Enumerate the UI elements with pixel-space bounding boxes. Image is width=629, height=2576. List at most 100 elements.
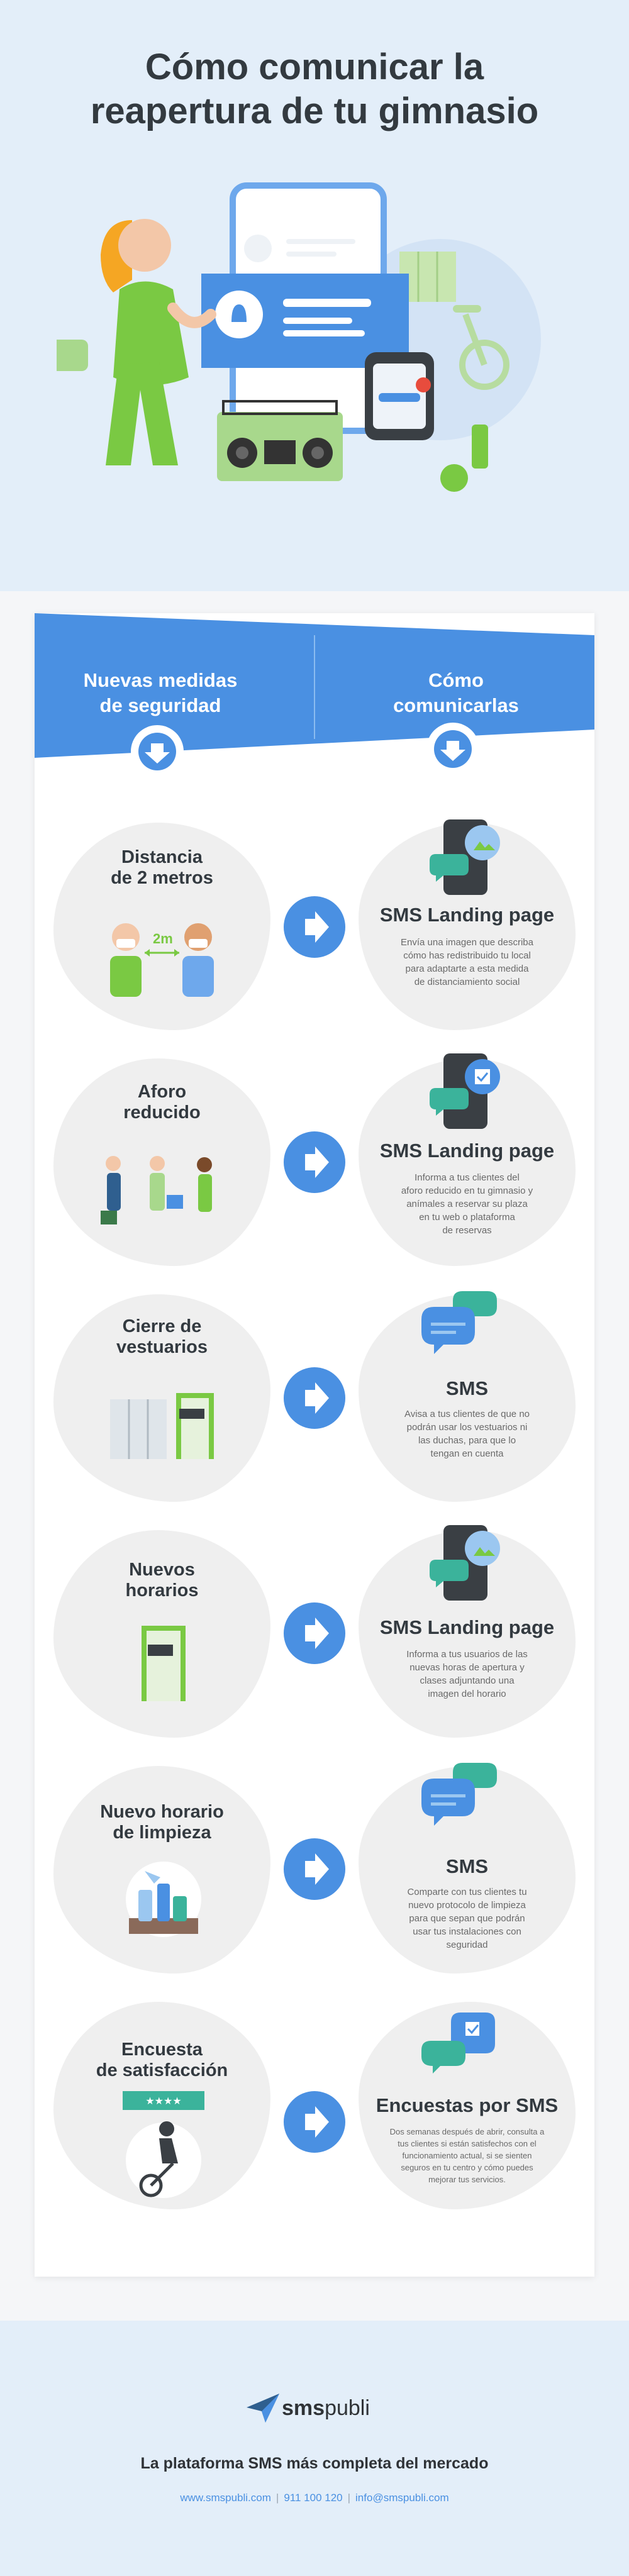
channel-desc-2-line2: aforo reducido en tu gimnasio y — [401, 1185, 533, 1196]
arrow-right-icon-2 — [284, 1131, 345, 1193]
page-title: Cómo comunicar la reapertura de tu gimna… — [38, 45, 591, 133]
measure-title-2-line2: reducido — [123, 1102, 201, 1123]
channel-desc-3-line4: tengan en cuenta — [430, 1448, 504, 1459]
arrow-right-icon-6 — [284, 2091, 345, 2153]
measure-title-4-line2: horarios — [125, 1580, 199, 1601]
measure-title-1-line1: Distancia — [121, 847, 203, 867]
measure-title-6-line2: de satisfacción — [96, 2060, 228, 2080]
channel-desc-1: Envía una imagen que describa cómo has r… — [390, 936, 544, 989]
measure-title-2-line1: Aforo — [137, 1082, 187, 1102]
measure-title-6-line1: Encuesta — [121, 2040, 203, 2060]
channel-desc-4-line2: nuevas horas de apertura y — [409, 1662, 525, 1673]
bottle-icon — [472, 425, 488, 469]
arrow-right-icon-3 — [284, 1367, 345, 1429]
brand-name: smspubli — [282, 2396, 370, 2421]
channel-title-3: SMS — [445, 1377, 489, 1399]
channel-desc-3-line3: las duchas, para que lo — [418, 1435, 516, 1446]
cleaning-products-icon — [126, 1862, 201, 1937]
channel-desc-5-line1: Comparte con tus clientes tu — [407, 1887, 527, 1897]
smartwatch-icon — [365, 352, 434, 440]
measure-title-5-line2: de limpieza — [113, 1823, 211, 1843]
channel-desc-2-line5: de reservas — [442, 1225, 492, 1236]
door-hours-icon — [142, 1626, 186, 1701]
channel-desc-1-line1: Envía una imagen que describa — [401, 937, 533, 948]
measure-title-4-line1: Nuevos — [129, 1560, 195, 1580]
channel-desc-2-line1: Informa a tus clientes del — [415, 1172, 520, 1183]
measure-title-3-line2: vestuarios — [116, 1337, 208, 1357]
channel-desc-5-line2: nuevo protocolo de limpieza — [408, 1900, 526, 1911]
arrow-right-icon-4 — [284, 1602, 345, 1664]
channel-title-1: SMS Landing page — [379, 904, 555, 926]
measure-blob-3 — [53, 1294, 270, 1502]
kettlebell-icon — [440, 464, 468, 492]
arrow-right-icon-5 — [284, 1838, 345, 1900]
channel-desc-1-line3: para adaptarte a esta medida — [405, 963, 529, 974]
smspubli-logo-icon — [247, 2394, 279, 2423]
contact-separator: | — [347, 2492, 351, 2504]
boombox-icon — [217, 400, 343, 481]
dumbbell-icon — [57, 340, 88, 371]
measure-title-3: Cierre de vestuarios — [53, 1316, 270, 1358]
channel-desc-4-line3: clases adjuntando una — [420, 1675, 515, 1686]
card-header — [35, 613, 594, 758]
channel-desc-6-line4: seguros en tu centro y cómo puedes — [401, 2163, 533, 2172]
channel-desc-6-line3: funcionamiento actual, si se sienten — [402, 2151, 532, 2160]
channel-desc-4-line4: imagen del horario — [428, 1689, 506, 1699]
chat-checklist-icon-6 — [421, 2012, 495, 2074]
contact-separator: | — [276, 2492, 279, 2504]
channel-desc-5: Comparte con tus clientes tu nuevo proto… — [390, 1885, 544, 1951]
channel-desc-3-line2: podrán usar los vestuarios ni — [406, 1422, 528, 1433]
website-link[interactable]: www.smspubli.com — [180, 2492, 271, 2504]
title-line-2: reapertura de tu gimnasio — [90, 91, 539, 131]
distance-badge: 2m — [153, 931, 173, 947]
channel-desc-1-line2: cómo has redistribuido tu local — [403, 950, 531, 961]
closed-lockers-icon — [110, 1393, 214, 1459]
measure-title-4: Nuevos horarios — [53, 1560, 270, 1601]
footer-tagline: La plataforma SMS más completa del merca… — [140, 2455, 489, 2472]
channel-title-4: SMS Landing page — [379, 1616, 555, 1638]
channel-desc-1-line4: de distanciamiento social — [414, 977, 520, 987]
distance-people-icon: 2m — [110, 923, 214, 997]
channel-desc-6-line1: Dos semanas después de abrir, consulta a — [389, 2127, 545, 2136]
channel-desc-5-line4: usar tus instalaciones con — [413, 1926, 521, 1937]
title-line-1: Cómo comunicar la — [145, 47, 484, 87]
arrow-down-left-icon — [131, 725, 184, 778]
column-header-measures-line2: de seguridad — [99, 694, 221, 716]
channel-title-2: SMS Landing page — [379, 1140, 555, 1162]
measure-title-5-line1: Nuevo horario — [100, 1802, 224, 1822]
channel-desc-3: Avisa a tus clientes de que no podrán us… — [390, 1407, 544, 1460]
chat-bubbles-icon-3 — [421, 1291, 497, 1354]
channel-desc-6-line5: mejorar tus servicios. — [428, 2175, 506, 2184]
brand-name-light: publi — [325, 2396, 370, 2420]
notification-card — [201, 274, 409, 368]
phone-chat-icon-4 — [430, 1525, 500, 1601]
measure-blob-1 — [53, 823, 270, 1030]
channel-desc-5-line5: seguridad — [446, 1940, 488, 1950]
phone-number[interactable]: 911 100 120 — [284, 2492, 343, 2504]
column-header-measures: Nuevas medidas de seguridad — [47, 668, 274, 718]
reduced-capacity-icon — [101, 1156, 212, 1224]
satisfaction-survey-icon: ★★★★ — [123, 2091, 204, 2198]
column-header-channels-line2: comunicarlas — [393, 694, 519, 716]
column-header-measures-line1: Nuevas medidas — [83, 669, 238, 691]
footer-contacts: www.smspubli.com | 911 100 120 | info@smspub… — [0, 2492, 629, 2504]
arrow-down-right-icon — [426, 723, 479, 775]
column-header-channels-line1: Cómo — [428, 669, 484, 691]
arrow-right-icon-1 — [284, 896, 345, 958]
measure-title-5: Nuevo horario de limpieza — [53, 1802, 270, 1843]
channel-desc-2-line3: anímales a reservar su plaza — [406, 1199, 528, 1209]
exercise-bike-icon — [453, 305, 509, 390]
channel-desc-4: Informa a tus usuarios de las nuevas hor… — [390, 1648, 544, 1701]
phone-chat-icon-1 — [430, 819, 500, 895]
channel-desc-3-line1: Avisa a tus clientes de que no — [404, 1409, 530, 1419]
email-link[interactable]: info@smspubli.com — [355, 2492, 449, 2504]
channel-desc-4-line1: Informa a tus usuarios de las — [406, 1649, 528, 1660]
measure-title-3-line1: Cierre de — [122, 1316, 202, 1336]
channel-desc-6: Dos semanas después de abrir, consulta a… — [384, 2126, 550, 2185]
woman-illustration — [57, 219, 216, 465]
channel-desc-5-line3: para que sepan que podrán — [409, 1913, 525, 1924]
channel-desc-2: Informa a tus clientes del aforo reducid… — [390, 1171, 544, 1237]
channel-desc-6-line2: tus clientes si están satisfechos con el — [398, 2139, 537, 2148]
measure-title-2: Aforo reducido — [53, 1082, 270, 1123]
measure-title-1-line2: de 2 metros — [111, 868, 213, 888]
